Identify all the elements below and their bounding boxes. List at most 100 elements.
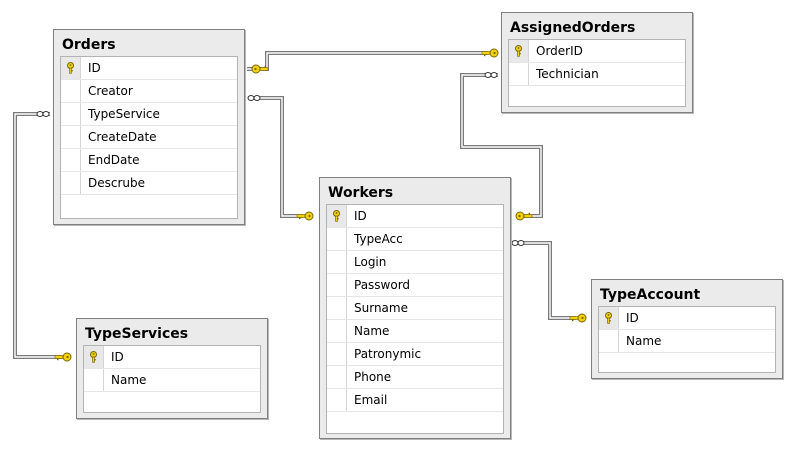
row-selector xyxy=(84,369,104,391)
table-title-assigned-orders: AssignedOrders xyxy=(510,20,636,36)
table-title-workers: Workers xyxy=(328,185,394,201)
relation-key-end-icon xyxy=(54,352,72,362)
row-selector xyxy=(327,228,347,250)
column-row[interactable]: Phone xyxy=(327,366,503,389)
column-name: Name xyxy=(111,373,147,387)
primary-key-icon xyxy=(515,45,522,57)
table-assigned-orders[interactable]: AssignedOrders OrderID Technician xyxy=(501,12,693,113)
row-selector xyxy=(509,40,529,62)
primary-key-icon xyxy=(67,62,74,74)
row-selector xyxy=(599,307,619,329)
row-selector xyxy=(327,205,347,227)
relation-orders-workers xyxy=(248,96,303,218)
relation-key-end-icon xyxy=(515,211,533,221)
column-grid-type-account: ID Name xyxy=(598,306,776,373)
column-name: Password xyxy=(354,278,411,292)
column-name: CreateDate xyxy=(88,130,157,144)
relation-assigned-workers-inner xyxy=(461,74,542,217)
column-row[interactable]: EndDate xyxy=(61,149,237,172)
column-name: Name xyxy=(354,324,390,338)
relation-key-end-icon xyxy=(481,48,499,58)
relation-key-end-icon xyxy=(296,211,314,221)
column-name: Name xyxy=(626,334,662,348)
column-grid-assigned-orders: OrderID Technician xyxy=(508,39,686,107)
table-type-services[interactable]: TypeServices ID Name xyxy=(76,318,268,419)
column-row[interactable]: Surname xyxy=(327,297,503,320)
column-row[interactable]: ID xyxy=(84,346,260,369)
column-name: Surname xyxy=(354,301,408,315)
column-name: Phone xyxy=(354,370,392,384)
relation-workers-typeaccount-inner xyxy=(512,242,576,319)
column-row[interactable]: Descrube xyxy=(61,172,237,195)
relation-orders-assigned xyxy=(247,51,488,71)
column-name: Patronymic xyxy=(354,347,422,361)
primary-key-icon xyxy=(605,312,612,324)
column-row[interactable]: Name xyxy=(84,369,260,392)
relation-key-end-icon xyxy=(569,313,587,323)
column-name: Email xyxy=(354,393,388,407)
column-name: ID xyxy=(88,61,101,75)
relation-many-end-icon xyxy=(247,95,261,101)
row-selector xyxy=(327,320,347,342)
row-selector xyxy=(327,297,347,319)
column-row[interactable]: Creator xyxy=(61,80,237,103)
column-name: Technician xyxy=(536,67,599,81)
column-name: TypeService xyxy=(88,107,160,121)
relation-orders-workers-inner xyxy=(248,97,303,217)
column-name: ID xyxy=(111,350,124,364)
column-row[interactable]: Login xyxy=(327,251,503,274)
row-selector xyxy=(61,57,81,79)
column-row[interactable]: TypeAcc xyxy=(327,228,503,251)
row-selector xyxy=(327,343,347,365)
relation-many-end-icon xyxy=(36,111,50,117)
table-title-type-account: TypeAccount xyxy=(600,287,701,303)
row-selector xyxy=(61,172,81,194)
column-name: ID xyxy=(354,209,367,223)
column-row[interactable]: Name xyxy=(599,330,775,353)
column-row[interactable]: CreateDate xyxy=(61,126,237,149)
column-row[interactable]: Patronymic xyxy=(327,343,503,366)
table-title-orders: Orders xyxy=(62,37,116,53)
row-selector xyxy=(509,63,529,85)
relation-orders-typeservices-inner xyxy=(14,113,62,358)
column-name: Descrube xyxy=(88,176,146,190)
column-row[interactable]: ID xyxy=(327,205,503,228)
column-row[interactable]: ID xyxy=(61,57,237,80)
row-selector xyxy=(327,389,347,411)
row-selector xyxy=(327,274,347,296)
primary-key-icon xyxy=(90,351,97,363)
row-selector xyxy=(61,103,81,125)
table-title-type-services: TypeServices xyxy=(85,326,189,342)
column-name: Login xyxy=(354,255,387,269)
row-selector xyxy=(327,366,347,388)
relation-many-end-icon xyxy=(484,72,498,78)
column-row[interactable]: ID xyxy=(599,307,775,330)
relation-many-end-icon xyxy=(511,240,525,246)
table-type-account[interactable]: TypeAccount ID Name xyxy=(591,279,783,379)
column-name: TypeAcc xyxy=(354,232,403,246)
row-selector xyxy=(84,346,104,368)
primary-key-icon xyxy=(333,210,340,222)
column-row[interactable]: TypeService xyxy=(61,103,237,126)
column-name: ID xyxy=(626,311,639,325)
column-row[interactable]: Name xyxy=(327,320,503,343)
column-row[interactable]: Password xyxy=(327,274,503,297)
row-selector xyxy=(327,251,347,273)
relation-key-end-icon xyxy=(251,64,269,74)
row-selector xyxy=(61,80,81,102)
column-row[interactable]: Email xyxy=(327,389,503,412)
row-selector xyxy=(61,149,81,171)
column-name: EndDate xyxy=(88,153,140,167)
column-grid-type-services: ID Name xyxy=(83,345,261,413)
column-name: Creator xyxy=(88,84,133,98)
relation-workers-typeaccount xyxy=(512,241,576,320)
column-name: OrderID xyxy=(536,44,583,58)
column-row[interactable]: OrderID xyxy=(509,40,685,63)
column-row[interactable]: Technician xyxy=(509,63,685,86)
relation-orders-assigned-inner xyxy=(247,52,488,70)
